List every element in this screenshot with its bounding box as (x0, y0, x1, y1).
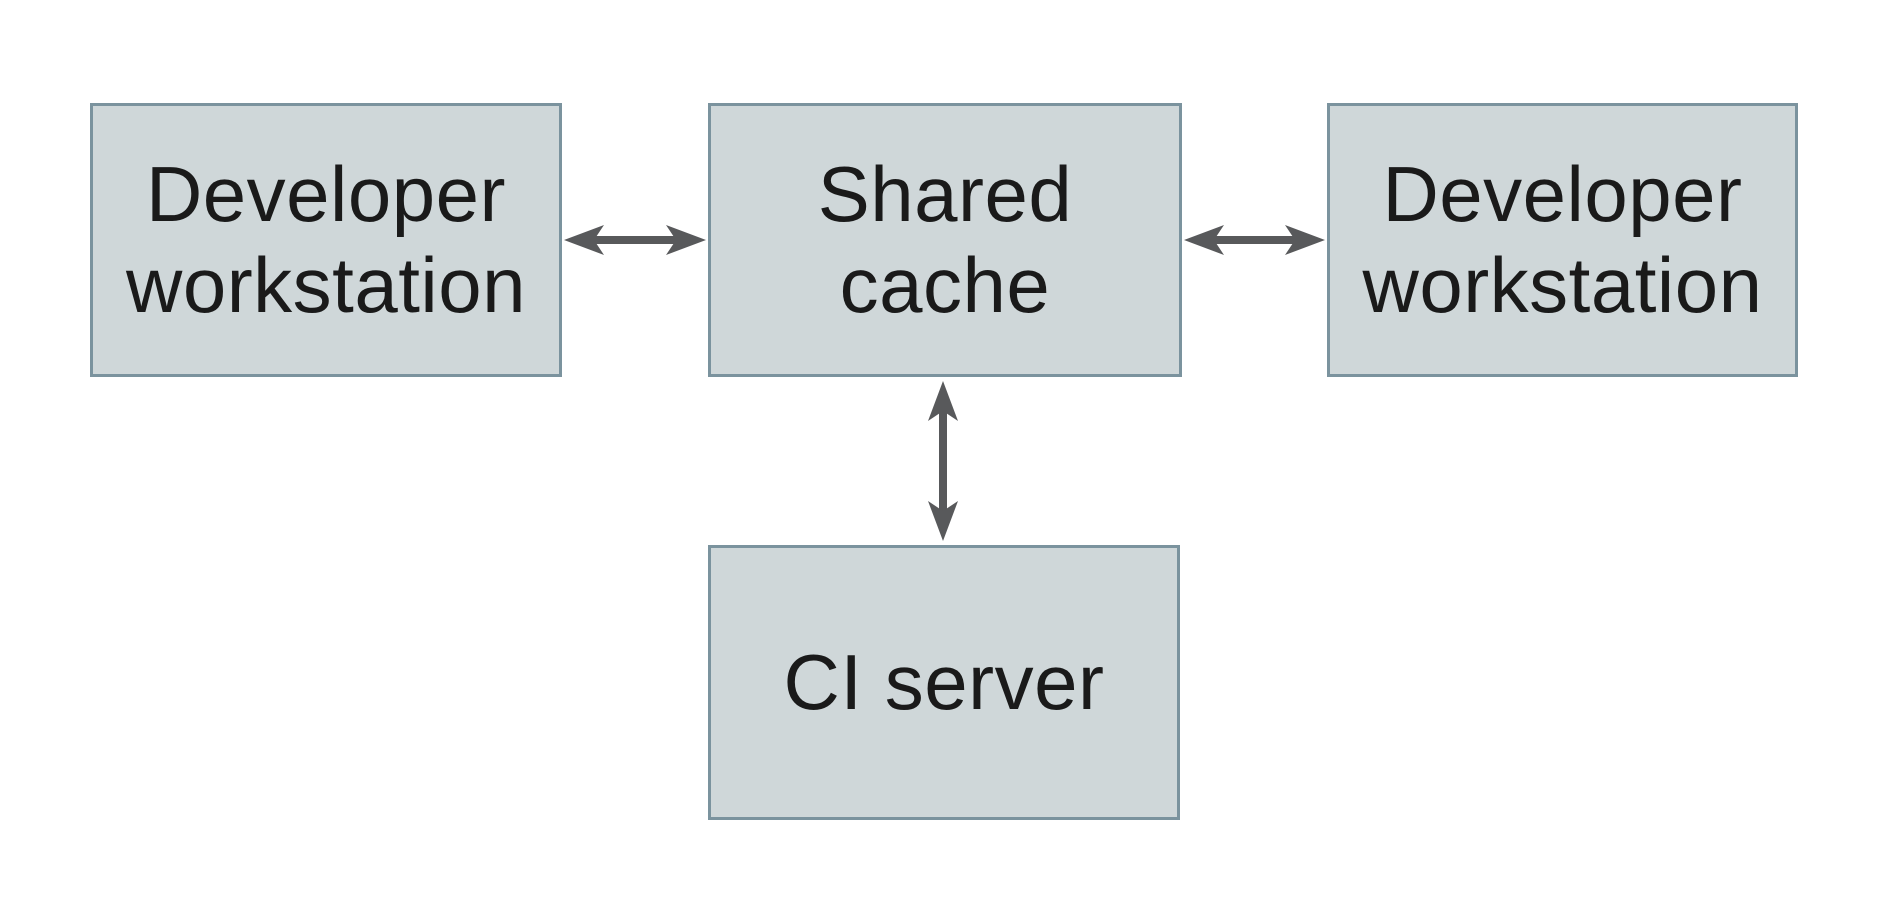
arrowhead-left (1184, 225, 1224, 255)
arrowhead-bottom (928, 501, 958, 541)
node-label: Developer workstation (1362, 149, 1763, 329)
node-ci-server: CI server (708, 545, 1180, 820)
node-label: Developer workstation (126, 149, 526, 329)
arrowhead-right (666, 225, 706, 255)
arrowhead-left (564, 225, 604, 255)
bidirectional-arrow-workstation-left-cache (564, 225, 706, 255)
node-shared-cache: Shared cache (708, 103, 1182, 377)
bidirectional-arrow-cache-ci-server (928, 381, 958, 541)
node-developer-workstation-left: Developer workstation (90, 103, 562, 377)
arrowhead-top (928, 381, 958, 421)
node-label: CI server (783, 637, 1105, 726)
arrowhead-right (1285, 225, 1325, 255)
bidirectional-arrow-cache-workstation-right (1184, 225, 1325, 255)
node-developer-workstation-right: Developer workstation (1327, 103, 1798, 377)
node-label: Shared cache (817, 149, 1073, 329)
